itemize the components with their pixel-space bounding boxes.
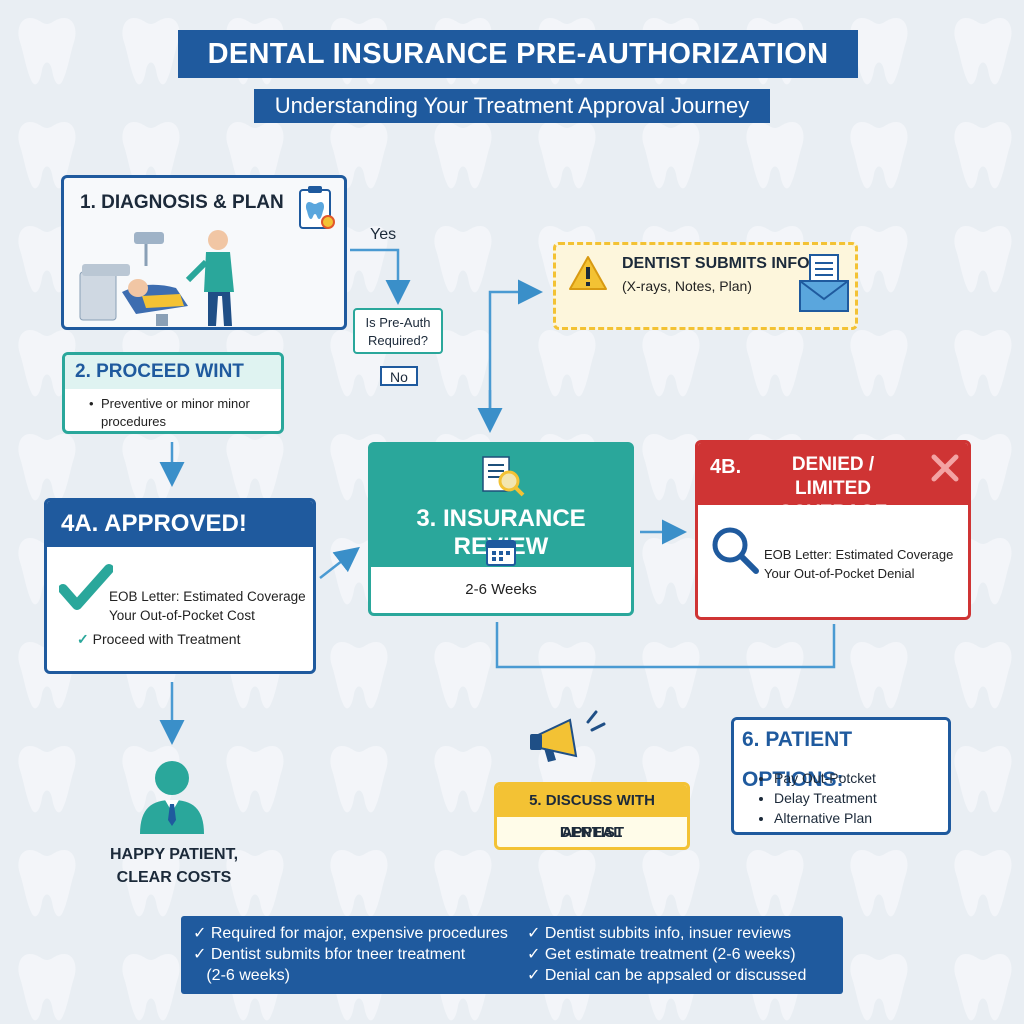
- summary-item: ✓ Get estimate treatment (2-6 weeks): [527, 946, 796, 963]
- small-check-icon: ✓: [77, 631, 89, 647]
- step4b-header: 4B. DENIED / LIMITED COVERAGE: [698, 443, 968, 523]
- step1-label: 1. DIAGNOSIS & PLAN: [80, 192, 284, 213]
- summary-item: ✓ Dentist submits bfor tneer treatment: [193, 946, 466, 963]
- step4b-label-line1: DENIED /: [791, 454, 875, 475]
- calendar-icon: [486, 540, 516, 566]
- step1-diagnosis-card: 1. DIAGNOSIS & PLAN: [61, 175, 347, 330]
- summary-item: (2-6 weeks): [193, 967, 290, 984]
- step4b-details: EOB Letter: Estimated Coverage Your Out-…: [764, 545, 953, 583]
- option-item: Pay Out-Potcket: [774, 768, 948, 788]
- megaphone-icon: [530, 710, 606, 762]
- step4a-details: EOB Letter: Estimated Coverage Your Out-…: [109, 587, 306, 625]
- summary-item: ✓ Denial can be appsaled or discussed: [527, 967, 807, 984]
- step6-label: 6. PATIENT OPTIONS:: [734, 720, 948, 791]
- step2-bullet-line2: procedures: [101, 414, 167, 429]
- option-item: Alternative Plan: [774, 808, 948, 828]
- submits-label: DENTIST SUBMITS INFO: [622, 255, 810, 272]
- step4a-line2: Your Out-of-Pocket Cost: [109, 608, 255, 623]
- dentist-submits-card: DENTIST SUBMITS INFO (X-rays, Notes, Pla…: [553, 242, 858, 330]
- step4b-label-line2: LIMITED COVERAGE: [778, 478, 888, 523]
- step2-body: • Preventive or minor minor procedures: [65, 389, 281, 431]
- decision-yes-label: Yes: [370, 226, 397, 243]
- submits-detail: (X-rays, Notes, Plan): [622, 278, 752, 294]
- dental-chair-scene: [79, 230, 234, 326]
- summary-bar: ✓ Required for major, expensive procedur…: [181, 916, 843, 994]
- decision-question-line2: Required?: [368, 333, 428, 348]
- checkmark-icon: [59, 564, 113, 610]
- page-title: DENTAL INSURANCE PRE-AUTHORIZATION PROCE…: [178, 30, 858, 118]
- step4b-line1: EOB Letter: Estimated Coverage: [764, 547, 954, 562]
- step4b-number: 4B.: [710, 456, 742, 478]
- outcome-line2: CLEAR COSTS: [116, 869, 232, 886]
- decision-question-line1: Is Pre-Auth: [365, 315, 431, 330]
- page-subtitle: Understanding Your Treatment Approval Jo…: [254, 89, 770, 123]
- pre-auth-decision: Is Pre-Auth Required?: [353, 308, 443, 354]
- option-item: Delay Treatment: [774, 788, 948, 808]
- step4a-proceed-text: Proceed with Treatment: [92, 631, 241, 647]
- step2-proceed-card: 2. PROCEED WINT • Preventive or minor mi…: [62, 352, 284, 434]
- close-x-icon: [931, 454, 959, 482]
- step4b-label: DENIED / LIMITED COVERAGE: [748, 453, 918, 525]
- step4a-line1: EOB Letter: Estimated Coverage: [109, 589, 306, 604]
- summary-left-column: ✓ Required for major, expensive procedur…: [193, 923, 508, 986]
- step5-discuss-card: 5. DISCUSS WITH DENTIST APPEAL: [494, 782, 690, 850]
- step4b-denied-card: 4B. DENIED / LIMITED COVERAGE EOB Letter…: [695, 440, 971, 620]
- step4a-approved-card: 4A. APPROVED! EOB Letter: Estimated Cove…: [44, 498, 316, 674]
- clipboard-tooth-icon: [299, 186, 335, 229]
- warning-icon: [569, 256, 607, 290]
- decision-no-label: No: [380, 366, 418, 386]
- step3-duration: 2-6 Weeks: [371, 567, 631, 613]
- step4a-proceed: ✓ Proceed with Treatment: [77, 631, 240, 648]
- summary-item: ✓ Dentist subbits info, insuer reviews: [527, 925, 792, 942]
- step5-label: 5. DISCUSS WITH DENTIST: [497, 785, 687, 841]
- step4a-label: 4A. APPROVED!: [47, 501, 313, 547]
- patient-avatar-icon: [140, 761, 204, 834]
- step2-bullet-line1: Preventive or minor minor: [101, 396, 250, 411]
- bullet-icon: •: [89, 396, 94, 411]
- step2-label: 2. PROCEED WINT: [65, 355, 281, 389]
- step3-insurance-review-card: 3. INSURANCE REVIEW 2-6 Weeks: [368, 442, 634, 616]
- step5-appeal: APPEAL: [561, 824, 623, 841]
- summary-item: ✓ Required for major, expensive procedur…: [193, 925, 508, 942]
- document-search-icon: [482, 456, 525, 497]
- magnifier-icon: [712, 527, 759, 574]
- step4b-line2: Your Out-of-Pocket Denial: [764, 566, 915, 581]
- outcome-happy-patient: HAPPY PATIENT, CLEAR COSTS: [94, 843, 254, 889]
- document-envelope-icon: [799, 254, 849, 312]
- summary-right-column: ✓ Dentist subbits info, insuer reviews ✓…: [527, 923, 806, 986]
- step6-patient-options-card: 6. PATIENT OPTIONS: Pay Out-Potcket Dela…: [731, 717, 951, 835]
- outcome-line1: HAPPY PATIENT,: [109, 846, 239, 863]
- step6-options-list: Pay Out-Potcket Delay Treatment Alternat…: [734, 768, 948, 828]
